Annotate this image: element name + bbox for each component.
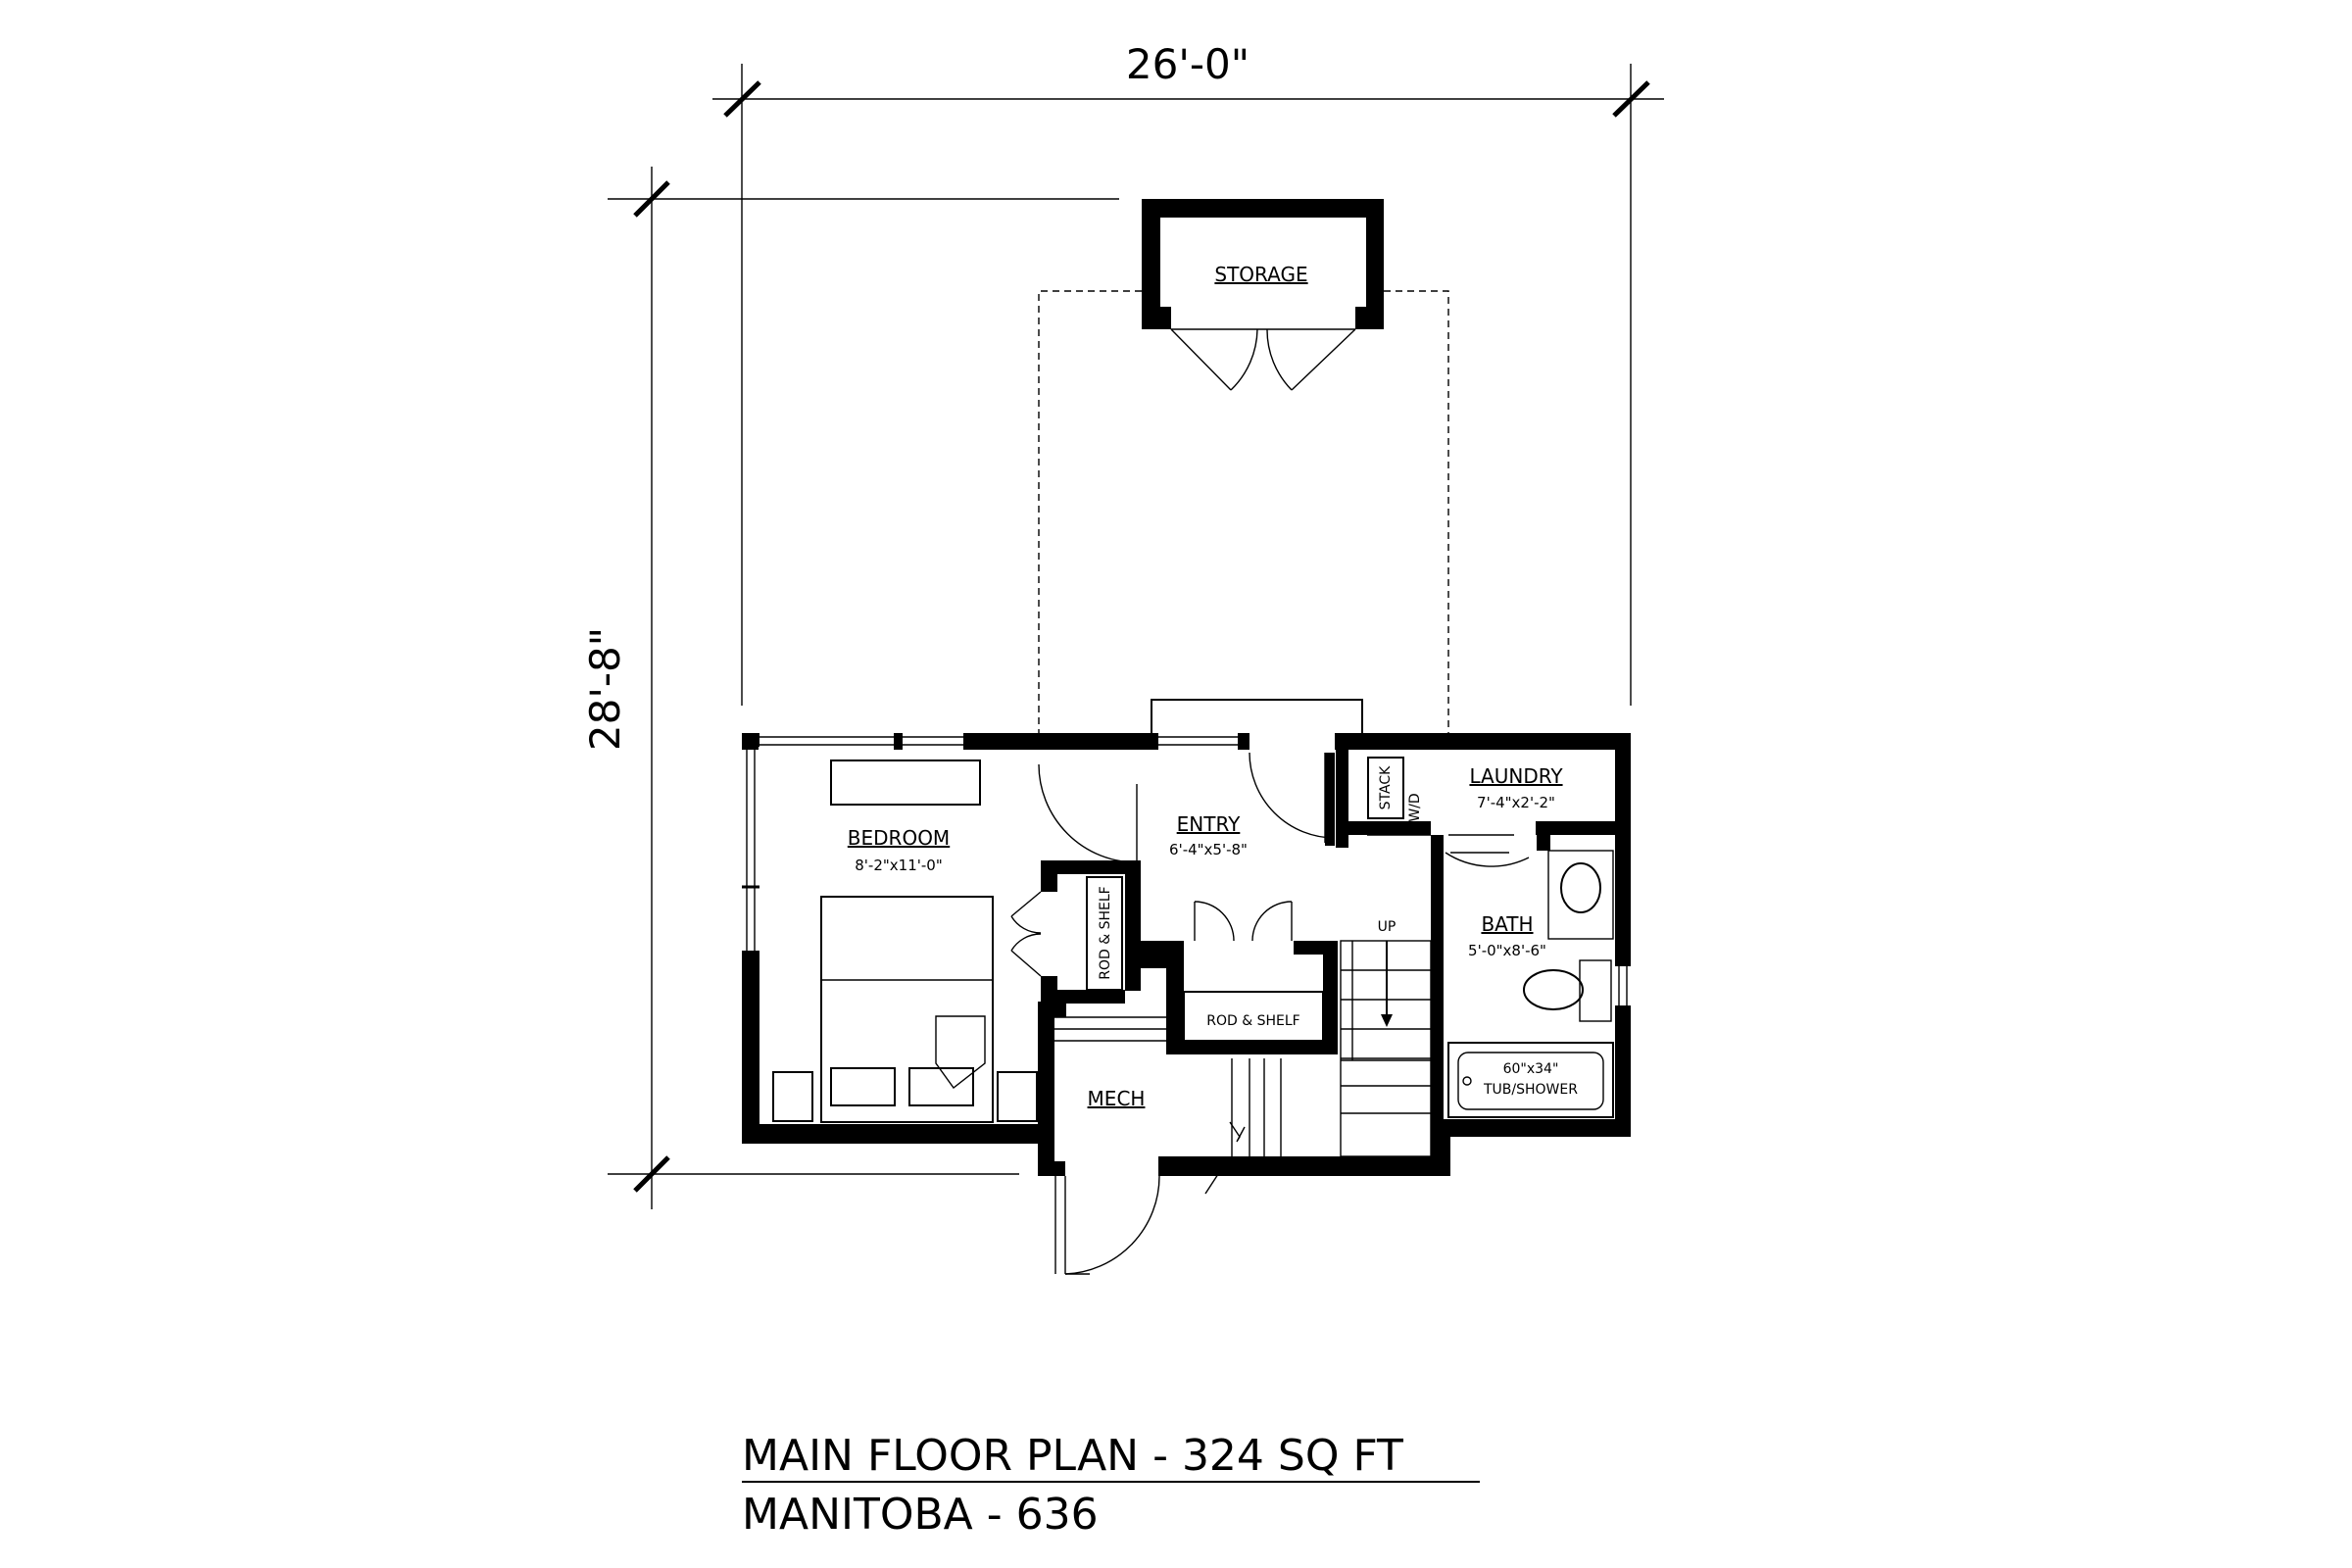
- stack-label: STACK: [1378, 765, 1394, 809]
- storage-shed: STORAGE: [1142, 199, 1384, 391]
- laundry-bath-doors: [1367, 834, 1530, 867]
- entry-doors: [1038, 752, 1336, 863]
- depth-dimension: 28'-8": [581, 167, 1119, 1209]
- tub-type-label: TUB/SHOWER: [1483, 1082, 1578, 1098]
- storage-label: STORAGE: [1214, 263, 1307, 286]
- tub-size-label: 60"x34": [1503, 1061, 1559, 1077]
- laundry-size: 7'-4"x2'-2": [1477, 794, 1555, 811]
- wd-label: W/D: [1407, 793, 1423, 821]
- bedroom-closet-doors: [1010, 891, 1042, 977]
- vertical-closet: [1086, 876, 1123, 991]
- bedroom-furniture: [772, 760, 1038, 1123]
- mech-label: MECH: [1088, 1087, 1146, 1110]
- stair-up-label: UP: [1378, 919, 1396, 935]
- exterior-walls: [742, 733, 1631, 1176]
- vertical-closet-label: ROD & SHELF: [1098, 886, 1113, 979]
- bath-size: 5'-0"x8'-6": [1468, 942, 1546, 959]
- bedroom-size: 8'-2"x11'-0": [855, 857, 942, 874]
- horizontal-closet-label: ROD & SHELF: [1206, 1013, 1299, 1029]
- plan-title: MAIN FLOOR PLAN - 324 SQ FT: [742, 1431, 1403, 1481]
- stacked-washer-dryer: [1367, 757, 1404, 819]
- mech-door: [1054, 1175, 1160, 1275]
- interior-walls: [1041, 750, 1615, 1119]
- staircase: UP: [1054, 919, 1432, 1195]
- windows: [742, 736, 1628, 1005]
- width-dimension-label: 26'-0": [1126, 40, 1250, 88]
- bath-fixtures: [1447, 850, 1614, 1118]
- width-dimension: 26'-0": [712, 40, 1664, 706]
- center-closet-doors: [1194, 901, 1293, 942]
- deck-outline: [1038, 290, 1449, 735]
- horizontal-closet: [1183, 991, 1324, 1042]
- bedroom-label: BEDROOM: [848, 826, 950, 850]
- laundry-label: LAUNDRY: [1469, 764, 1563, 788]
- front-step: [1151, 699, 1363, 735]
- depth-dimension-label: 28'-8": [581, 627, 629, 751]
- entry-size: 6'-4"x5'-8": [1169, 841, 1248, 858]
- entry-label: ENTRY: [1177, 812, 1241, 836]
- plan-model: MANITOBA - 636: [742, 1490, 1099, 1540]
- bath-label: BATH: [1481, 912, 1533, 936]
